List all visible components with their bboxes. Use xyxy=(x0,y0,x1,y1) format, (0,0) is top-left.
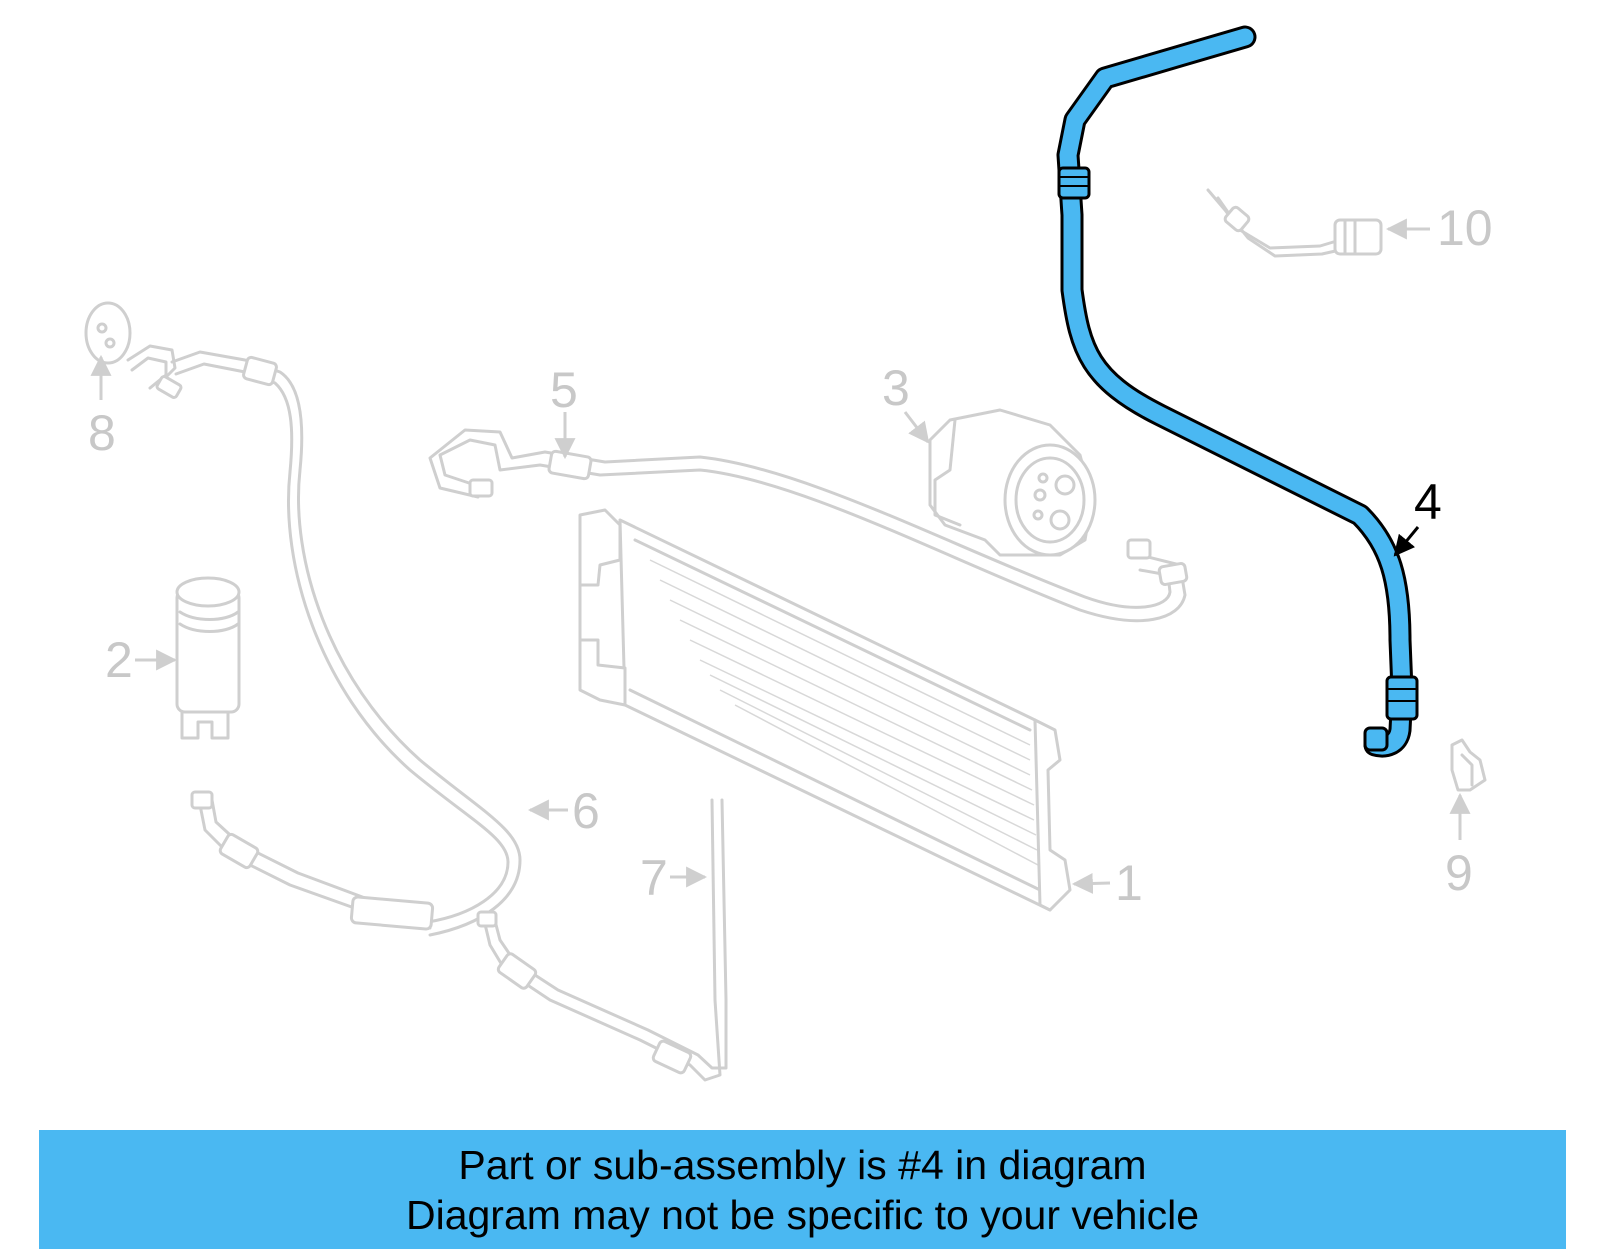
part-2-receiver-drier xyxy=(175,576,241,740)
parts-diagram: 1 2 3 4 5 6 7 8 9 10 xyxy=(84,25,1493,1082)
part-6-hose xyxy=(190,790,435,931)
callout-1: 1 xyxy=(1115,855,1143,911)
callout-2: 2 xyxy=(105,632,133,688)
leader-1 xyxy=(1071,872,1111,894)
callout-6: 6 xyxy=(572,783,600,839)
leader-3 xyxy=(903,411,930,444)
callout-5: 5 xyxy=(550,362,578,418)
callout-3: 3 xyxy=(882,360,910,416)
callout-4: 4 xyxy=(1414,474,1442,530)
part-9-bracket xyxy=(1450,738,1487,792)
banner-line-disclaimer: Diagram may not be specific to your vehi… xyxy=(405,1192,1199,1238)
leader-4 xyxy=(1393,526,1420,557)
callout-7: 7 xyxy=(640,850,668,906)
part-1-condenser xyxy=(578,508,1072,912)
part-4-highlighted-hose xyxy=(1056,25,1419,758)
part-8-line xyxy=(84,301,522,937)
part-3-compressor xyxy=(928,408,1097,557)
banner-line-part-number: Part or sub-assembly is #4 in diagram xyxy=(458,1142,1147,1188)
callout-8: 8 xyxy=(88,405,116,461)
info-banner: Part or sub-assembly is #4 in diagram Di… xyxy=(39,1130,1566,1249)
callout-9: 9 xyxy=(1445,845,1473,901)
leader-arrows xyxy=(90,218,1471,894)
part-10-sensor xyxy=(1206,188,1383,258)
part-7-line xyxy=(476,798,728,1082)
callout-10: 10 xyxy=(1437,200,1493,256)
